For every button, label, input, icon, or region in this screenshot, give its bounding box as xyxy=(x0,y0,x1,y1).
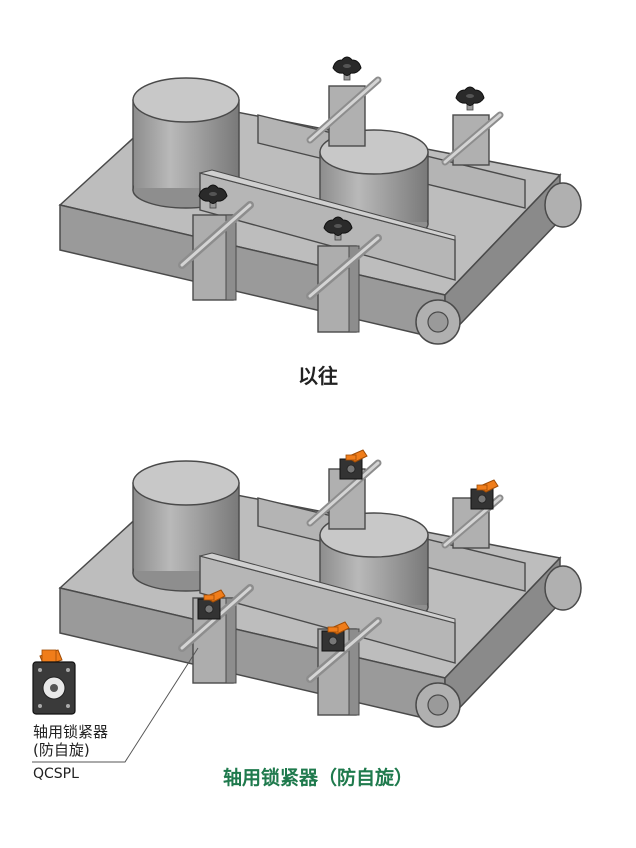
conveyor-illustration xyxy=(60,461,581,727)
product-subtitle-label: (防自旋) xyxy=(33,741,90,759)
product-name-label: 轴用锁紧器 xyxy=(33,723,109,741)
conveyor-illustration xyxy=(60,78,581,344)
caption-shaft-lock: 轴用锁紧器（防自旋） xyxy=(222,767,413,789)
star-knob-back-right xyxy=(455,86,485,111)
product-code-label: QCSPL xyxy=(33,766,79,782)
shaft-lock-conveyor-scene xyxy=(60,449,581,727)
conventional-conveyor-scene xyxy=(60,56,581,344)
product-closeup xyxy=(32,649,76,715)
callout-leader-line xyxy=(32,647,199,763)
star-knob-back-left xyxy=(332,56,362,81)
caption-conventional: 以往 xyxy=(298,364,338,388)
